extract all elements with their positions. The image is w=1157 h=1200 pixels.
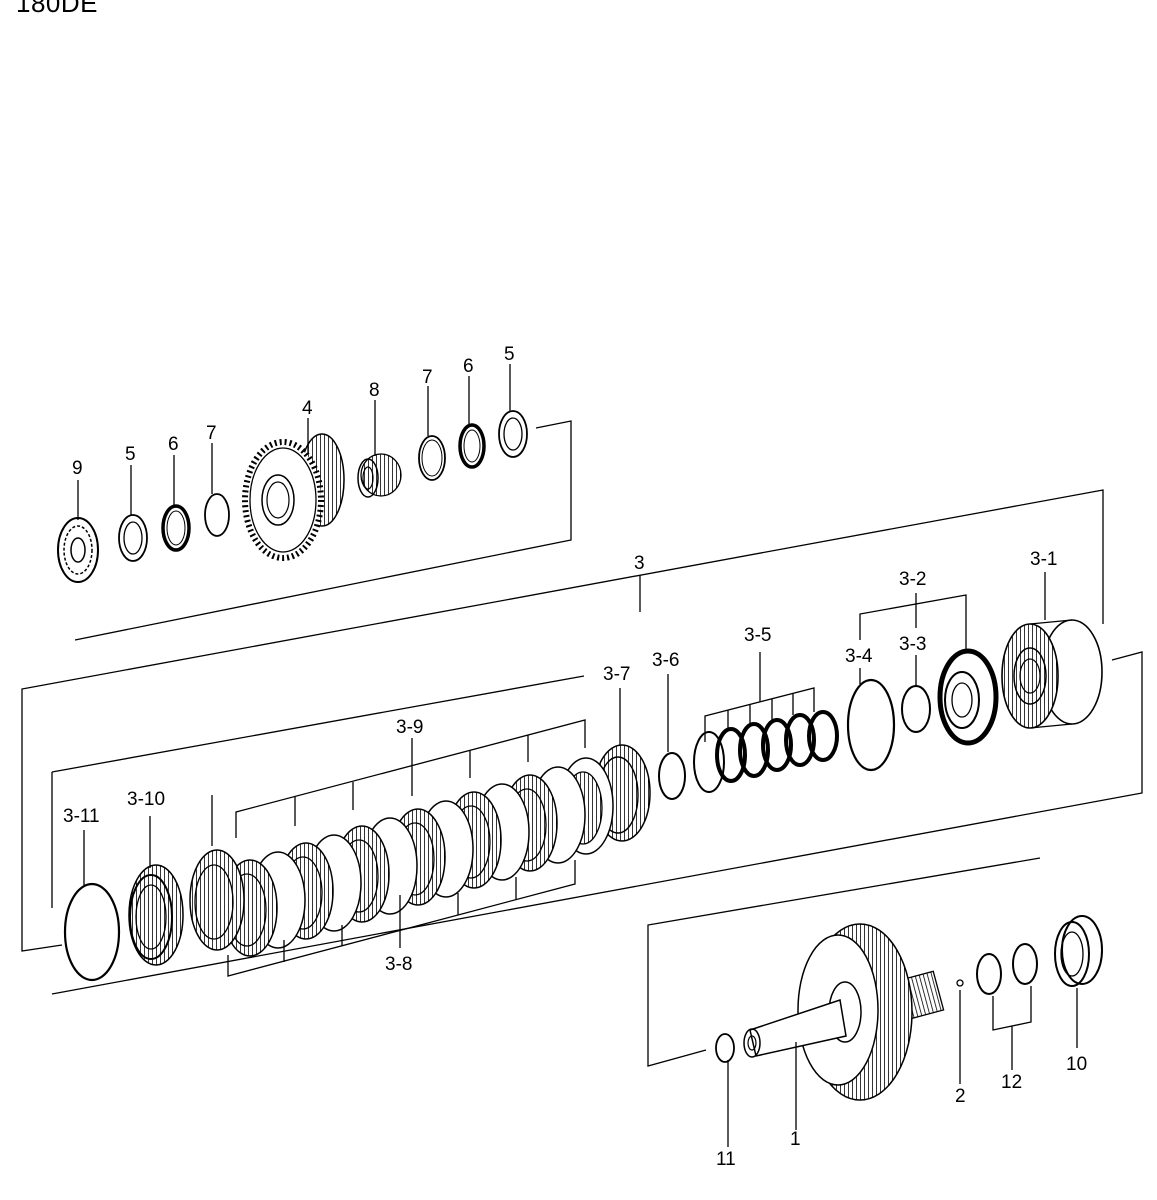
ring-7-left — [204, 493, 230, 537]
needle-bearing-8 — [357, 453, 402, 498]
snapring-3-6 — [658, 752, 686, 800]
ring-6-right — [458, 423, 486, 469]
label-6-right: 6 — [463, 356, 474, 377]
oring-3-3 — [901, 685, 931, 733]
label-11: 11 — [716, 1149, 736, 1170]
snapring-11 — [715, 1033, 735, 1147]
label-1: 1 — [790, 1129, 801, 1150]
label-3-9: 3-9 — [396, 717, 423, 738]
label-12: 12 — [1001, 1072, 1022, 1093]
ring-7-right — [418, 435, 446, 481]
label-3-1: 3-1 — [1030, 549, 1057, 570]
ball-2 — [956, 979, 964, 1084]
label-3-8: 3-8 — [385, 954, 412, 975]
bearing-10 — [1054, 915, 1103, 1048]
gear-4 — [242, 433, 345, 561]
piston-3-2 — [937, 648, 999, 746]
snapring-3-11 — [63, 830, 121, 982]
label-3-4: 3-4 — [845, 646, 873, 667]
label-10: 10 — [1066, 1054, 1087, 1075]
label-6-left: 6 — [168, 434, 179, 455]
label-5-right: 5 — [504, 344, 515, 365]
rings-12 — [976, 943, 1038, 1070]
upper-leaders — [77, 364, 511, 520]
bracket-3-8 — [227, 860, 576, 977]
label-3-7: 3-7 — [603, 664, 630, 685]
shaft-gear-1 — [743, 923, 945, 1130]
ring-6-left — [161, 504, 191, 552]
washer-5-left — [118, 514, 148, 562]
group3-leaders — [619, 572, 1046, 752]
label-3-10: 3-10 — [127, 789, 165, 810]
label-3-3: 3-3 — [899, 634, 926, 655]
diagram-title: 180DE — [16, 0, 98, 18]
oring-3-4 — [846, 678, 896, 772]
label-3-2: 3-2 — [899, 569, 926, 590]
label-8: 8 — [369, 380, 380, 401]
clutch-pack — [189, 757, 614, 957]
label-7-left: 7 — [206, 423, 217, 444]
label-4: 4 — [302, 398, 313, 419]
label-2: 2 — [955, 1086, 966, 1107]
label-3-11: 3-11 — [63, 806, 100, 827]
plate-3-10 — [128, 816, 184, 966]
label-7-right: 7 — [422, 367, 433, 388]
part-labels: 9 5 6 7 4 8 7 6 5 3 3-1 3-2 3-3 3-4 3-5 … — [63, 344, 1087, 1170]
bracket-3-9 — [211, 719, 586, 846]
label-3-6: 3-6 — [652, 650, 679, 671]
washer-5-right — [498, 410, 528, 458]
drum-3-1 — [1001, 619, 1103, 729]
springs-3-5 — [693, 652, 839, 793]
group-3-frame — [21, 489, 1143, 995]
bearing-9 — [57, 517, 99, 583]
label-9: 9 — [72, 458, 83, 479]
label-3-5: 3-5 — [744, 625, 771, 646]
label-3: 3 — [634, 553, 645, 574]
upper-group-frame — [74, 420, 572, 641]
label-5-left: 5 — [125, 444, 136, 465]
shaft-group-frame — [647, 857, 1041, 1067]
